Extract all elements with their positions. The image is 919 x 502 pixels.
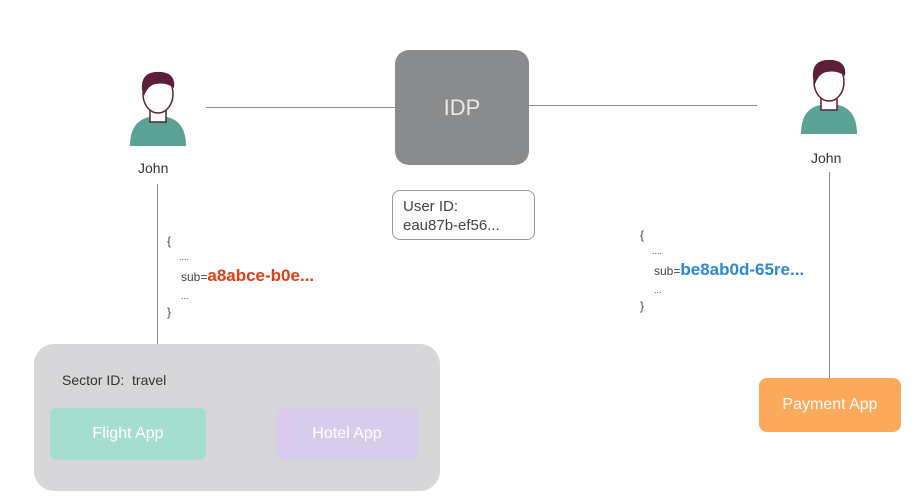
user-id-value: eau87b-ef56...	[403, 217, 500, 234]
user-body	[130, 116, 186, 146]
connector-left-user-sector	[157, 184, 158, 344]
json-ellipsis: ...	[654, 285, 662, 295]
user-hair	[812, 59, 846, 84]
idp-box: IDP	[395, 50, 529, 165]
user-avatar-icon	[801, 59, 857, 134]
connector-idp-right-user	[529, 105, 757, 106]
json-close-brace: }	[167, 305, 172, 319]
json-ellipsis: ....	[179, 252, 190, 262]
user-body	[801, 104, 857, 134]
json-open-brace: {	[167, 234, 172, 248]
json-open-brace: {	[640, 228, 645, 242]
json-ellipsis: ....	[652, 246, 663, 256]
flight-app-label: Flight App	[92, 425, 164, 442]
connector-left-user-idp	[206, 107, 395, 108]
sub-key: sub=	[181, 270, 208, 284]
sector-label: Sector ID: travel	[62, 372, 167, 388]
payment-app-label: Payment App	[782, 396, 878, 413]
hotel-app-label: Hotel App	[312, 425, 382, 442]
user-avatar-icon	[130, 71, 186, 146]
json-sub-line: sub=a8abce-b0e...	[167, 265, 314, 288]
sub-value-travel: a8abce-b0e...	[207, 266, 315, 285]
left-user-name: John	[138, 160, 169, 176]
payment-app: Payment App	[759, 378, 901, 432]
json-ellipsis: ...	[181, 291, 189, 301]
user-hair	[141, 71, 175, 96]
user-id-box: User ID: eau87b-ef56...	[392, 190, 535, 240]
flight-app: Flight App	[50, 408, 206, 460]
sub-value-payment: be8ab0d-65re...	[680, 260, 805, 279]
user-id-label: User ID:	[403, 198, 459, 215]
idp-label: IDP	[443, 94, 481, 120]
connector-right-user-payment	[829, 172, 830, 378]
hotel-app: Hotel App	[276, 408, 418, 460]
json-sub-line: sub=be8ab0d-65re...	[640, 259, 804, 282]
left-token-snippet: { .... sub=a8abce-b0e... ... }	[167, 233, 314, 320]
sub-key: sub=	[654, 264, 681, 278]
json-close-brace: }	[640, 299, 645, 313]
right-user-name: John	[811, 150, 842, 166]
right-token-snippet: { .... sub=be8ab0d-65re... ... }	[640, 227, 804, 314]
